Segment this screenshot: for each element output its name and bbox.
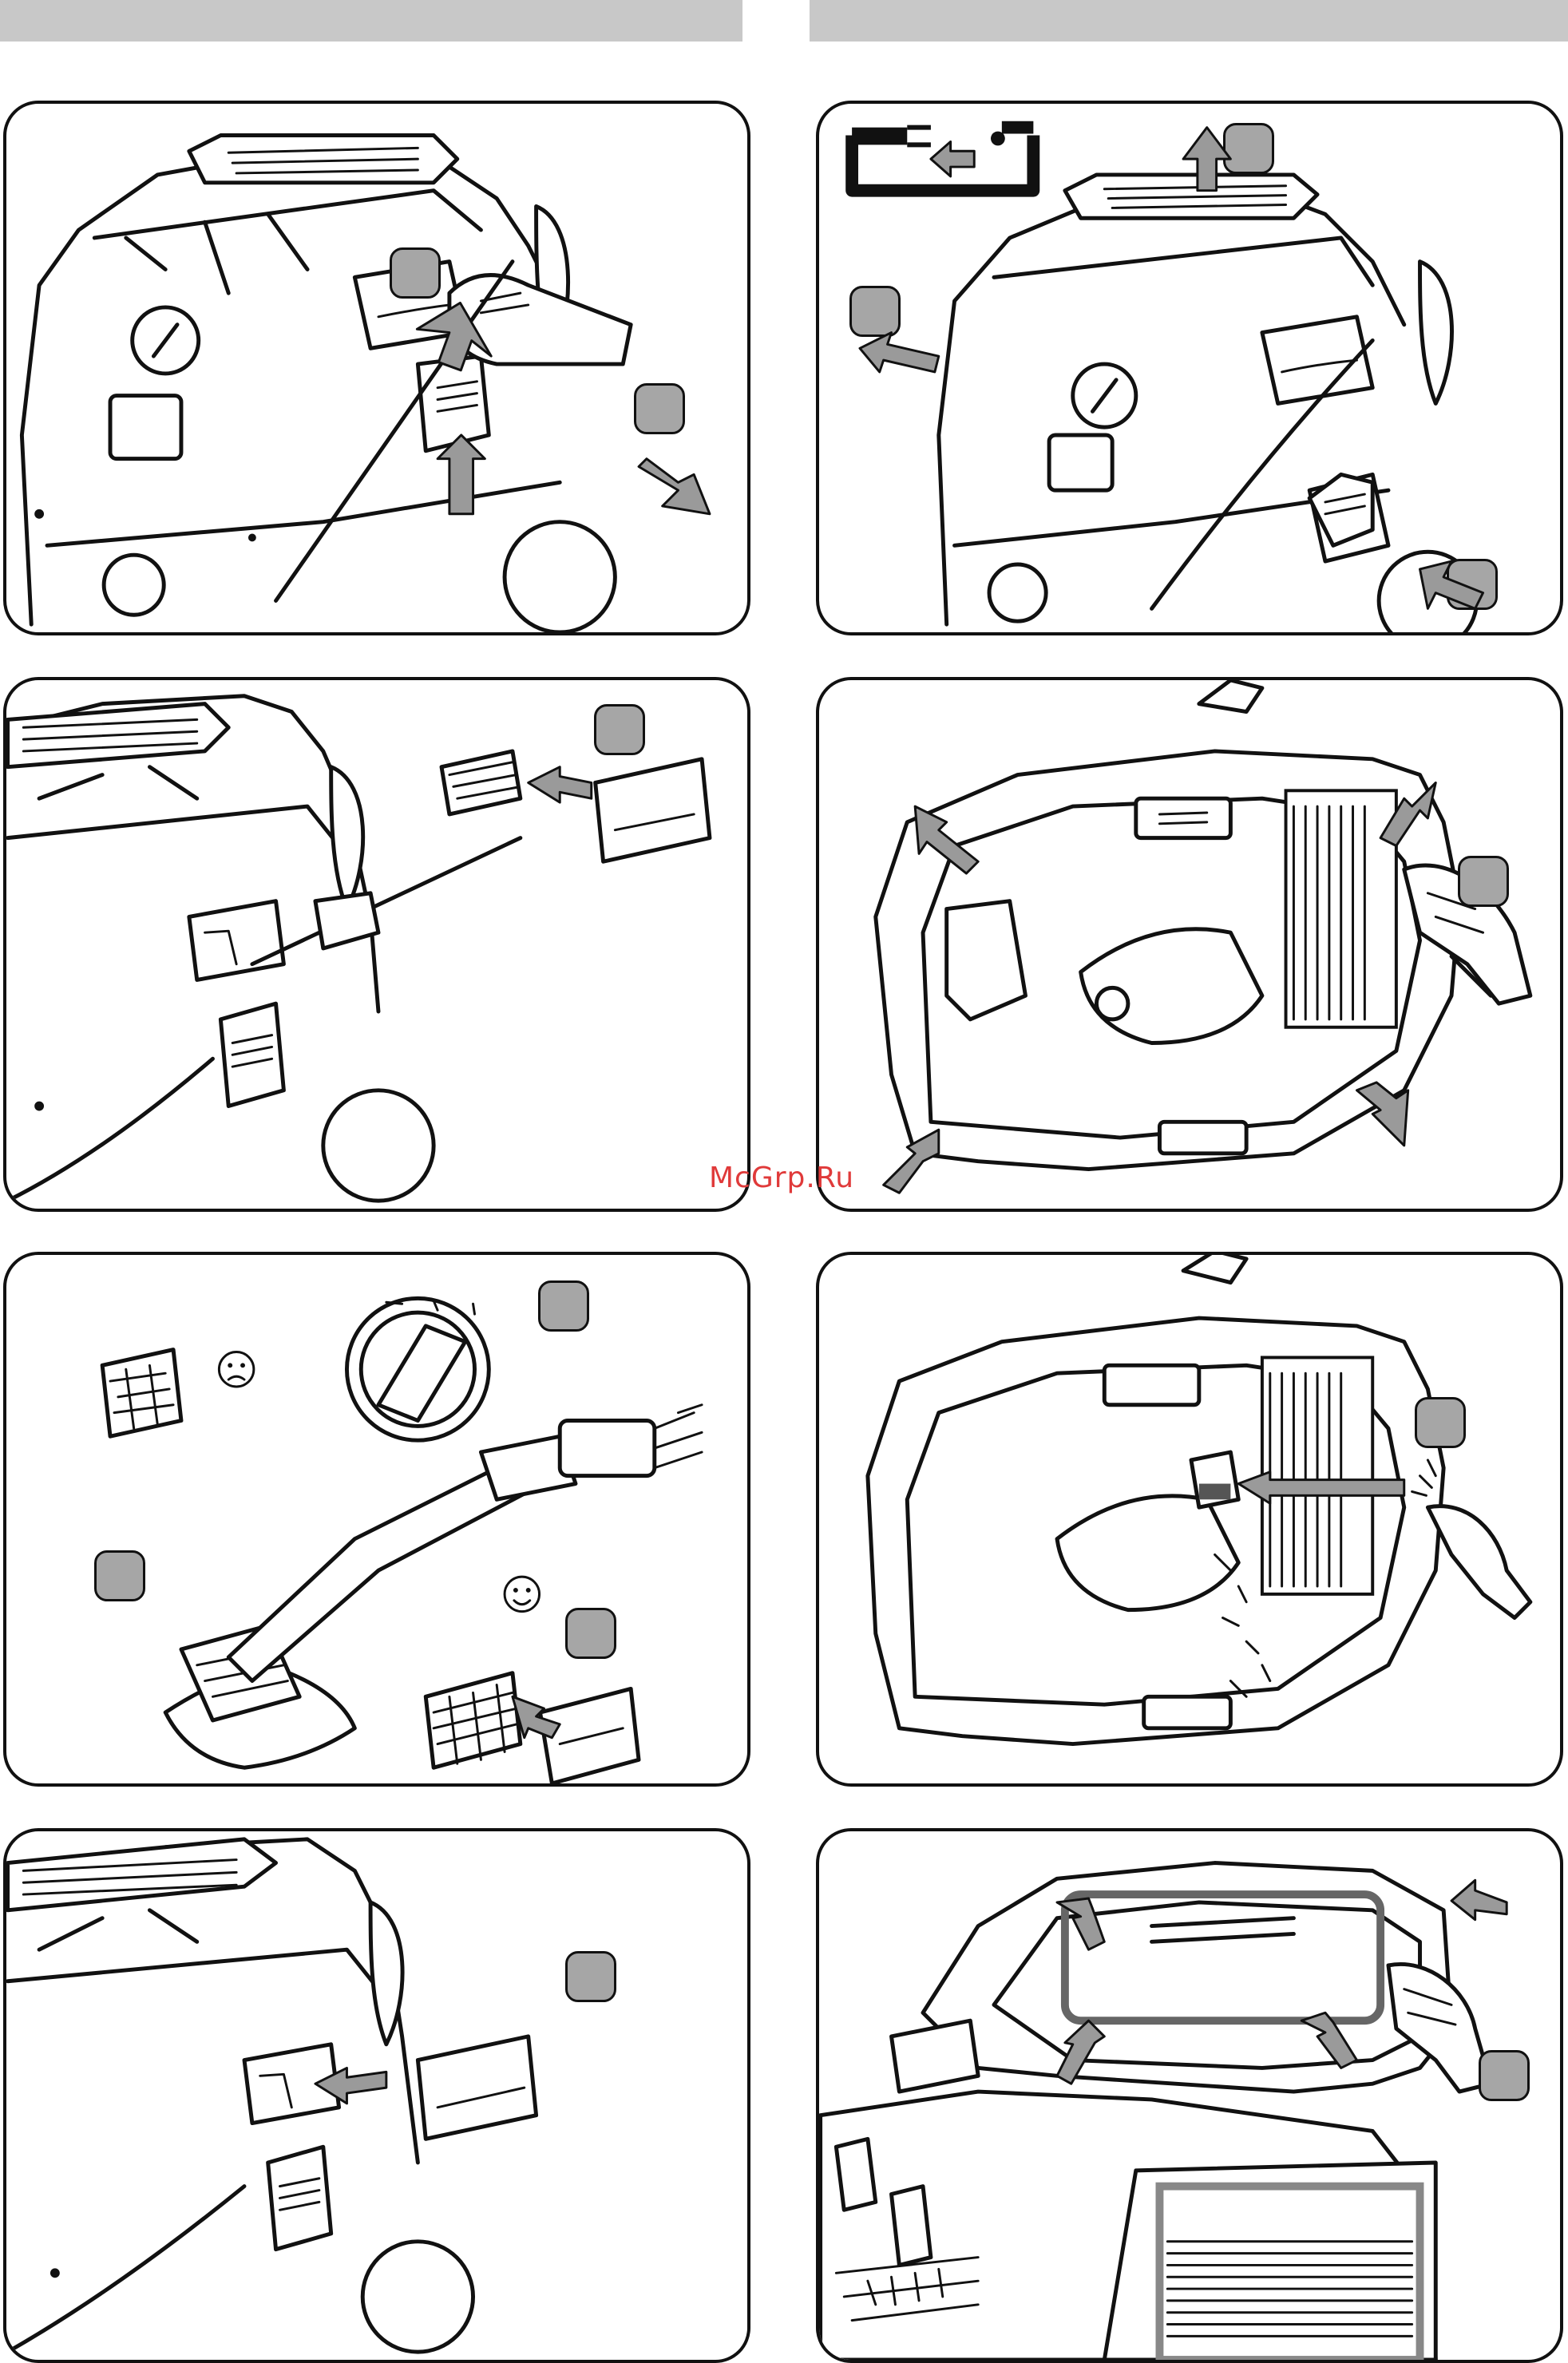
arrow-icon [819, 104, 1560, 632]
panel-2-unplug-lift-top [816, 101, 1563, 635]
arrow-icon [819, 1255, 1560, 1783]
panel-7-refit-filter-cover [3, 1828, 750, 2363]
header-bar-left [0, 0, 742, 42]
arrow-icon [6, 1255, 747, 1783]
panel-5-vacuum-clean-filter [3, 1252, 750, 1787]
arrow-icon [819, 680, 1560, 1209]
arrow-icon [819, 1831, 1560, 2360]
arrow-icon [6, 1831, 747, 2360]
panel-1-remove-filter-cover [3, 101, 750, 635]
watermark: McGrp.Ru [709, 1162, 854, 1194]
arrow-icon [6, 104, 747, 632]
panel-3-remove-foam-filter [3, 677, 750, 1212]
panel-6-tap-out-dust [816, 1252, 1563, 1787]
panel-4-wipe-housing-seal [816, 677, 1563, 1212]
arrow-icon [6, 680, 747, 1209]
header-bar-right [810, 0, 1568, 42]
panel-8-wipe-lid-seal [816, 1828, 1563, 2363]
